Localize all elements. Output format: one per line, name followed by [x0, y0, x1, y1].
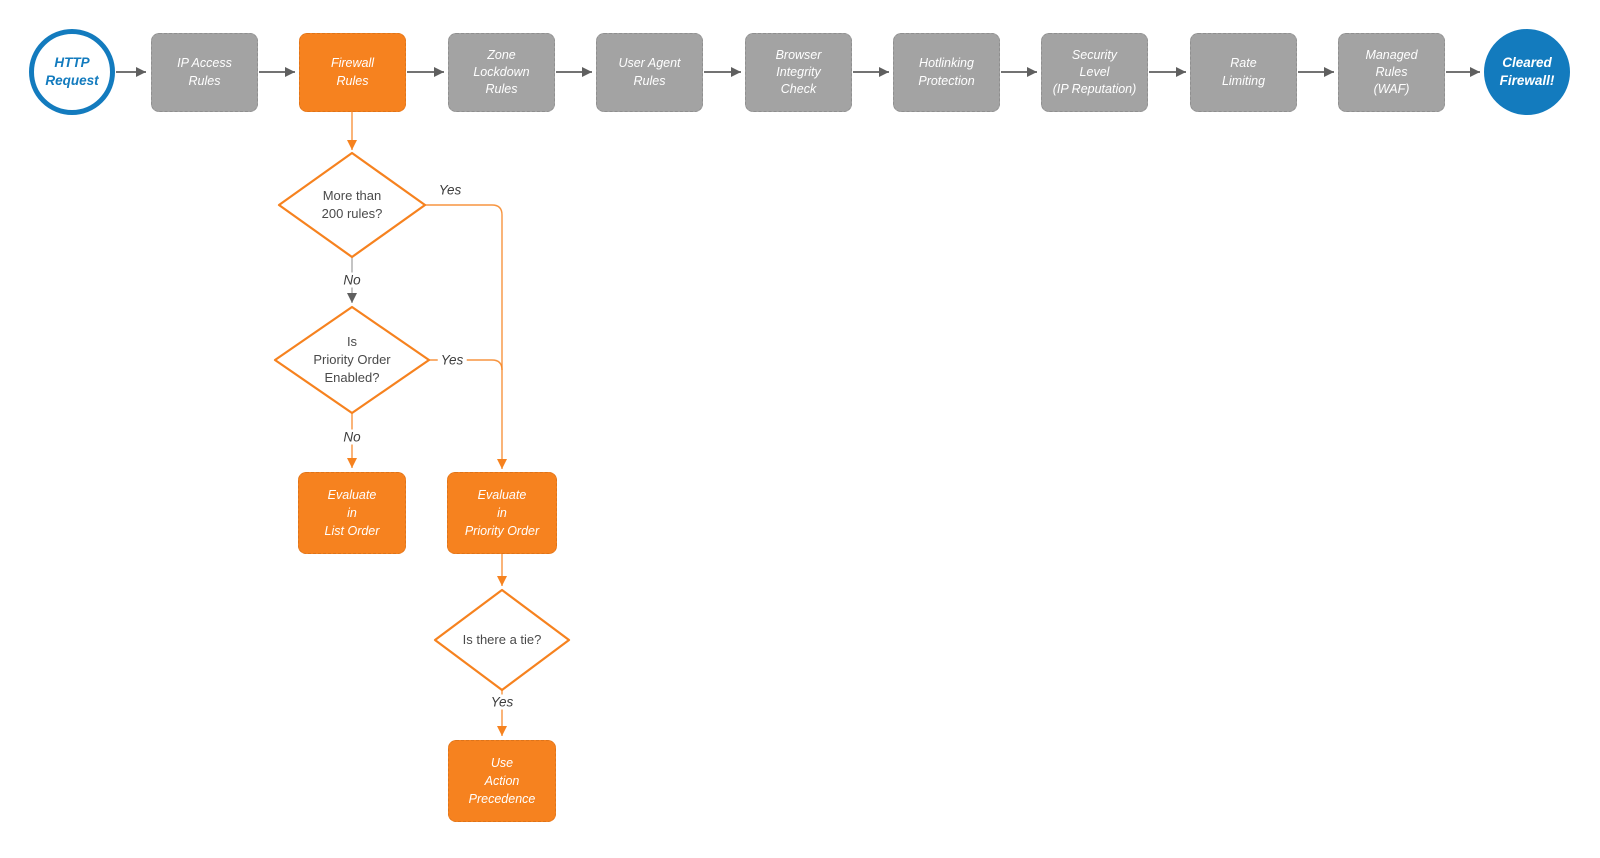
edge-label-d3-yes: Yes [487, 694, 517, 710]
decision-priority-order-enabled-text: Is Priority Order Enabled? [313, 334, 391, 385]
stage-label: Hotlinking Protection [918, 56, 975, 88]
action-evaluate-in-list-order: Evaluate in List Order [298, 472, 406, 554]
decision-is-there-a-tie-text: Is there a tie? [462, 632, 542, 647]
edge-decision-200-yes [425, 204, 507, 469]
action-evaluate-in-priority-order: Evaluate in Priority Order [447, 472, 557, 554]
action-use-action-precedence: Use Action Precedence [448, 740, 556, 822]
stage-security-level-ip-reputation: Security Level (IP Reputation) [1041, 33, 1148, 112]
edge-label-d2-yes: Yes [437, 352, 467, 368]
edge-label-d1-no: No [340, 272, 364, 288]
stage-hotlinking-protection: Hotlinking Protection [893, 33, 1000, 112]
stage-label: Managed Rules (WAF) [1365, 47, 1418, 97]
stage-browser-integrity-check: Browser Integrity Check [745, 33, 852, 112]
stage-rate-limiting: Rate Limiting [1190, 33, 1297, 112]
edge-decision-priority-yes [429, 359, 503, 371]
stage-firewall-rules: Firewall Rules [299, 33, 406, 112]
stage-label: Firewall Rules [330, 56, 375, 88]
end-node-cleared-firewall: Cleared Firewall! [1484, 29, 1570, 115]
stage-ip-access-rules: IP Access Rules [151, 33, 258, 112]
stage-zone-lockdown-rules: Zone Lockdown Rules [448, 33, 555, 112]
stage-label: Browser Integrity Check [775, 47, 822, 97]
stage-label: User Agent Rules [618, 56, 681, 88]
edge-label-d2-no: No [340, 429, 364, 445]
decision-priority-order-enabled-shape [273, 305, 431, 415]
stage-label: Security Level (IP Reputation) [1052, 47, 1137, 97]
decision-is-there-a-tie-shape [433, 588, 571, 692]
decision-more-than-200-rules-text: More than 200 rules? [321, 188, 383, 221]
end-node-label: Cleared Firewall! [1499, 55, 1555, 88]
decision-more-than-200-rules-shape [277, 151, 427, 259]
stage-label: Rate Limiting [1221, 56, 1266, 88]
start-node-http-request: HTTP Request [29, 29, 115, 115]
stage-label: Zone Lockdown Rules [473, 47, 530, 97]
stage-managed-rules-waf: Managed Rules (WAF) [1338, 33, 1445, 112]
start-node-label: HTTP Request [45, 55, 99, 88]
stage-user-agent-rules: User Agent Rules [596, 33, 703, 112]
stage-label: IP Access Rules [177, 56, 232, 88]
edge-label-d1-yes: Yes [435, 182, 465, 198]
